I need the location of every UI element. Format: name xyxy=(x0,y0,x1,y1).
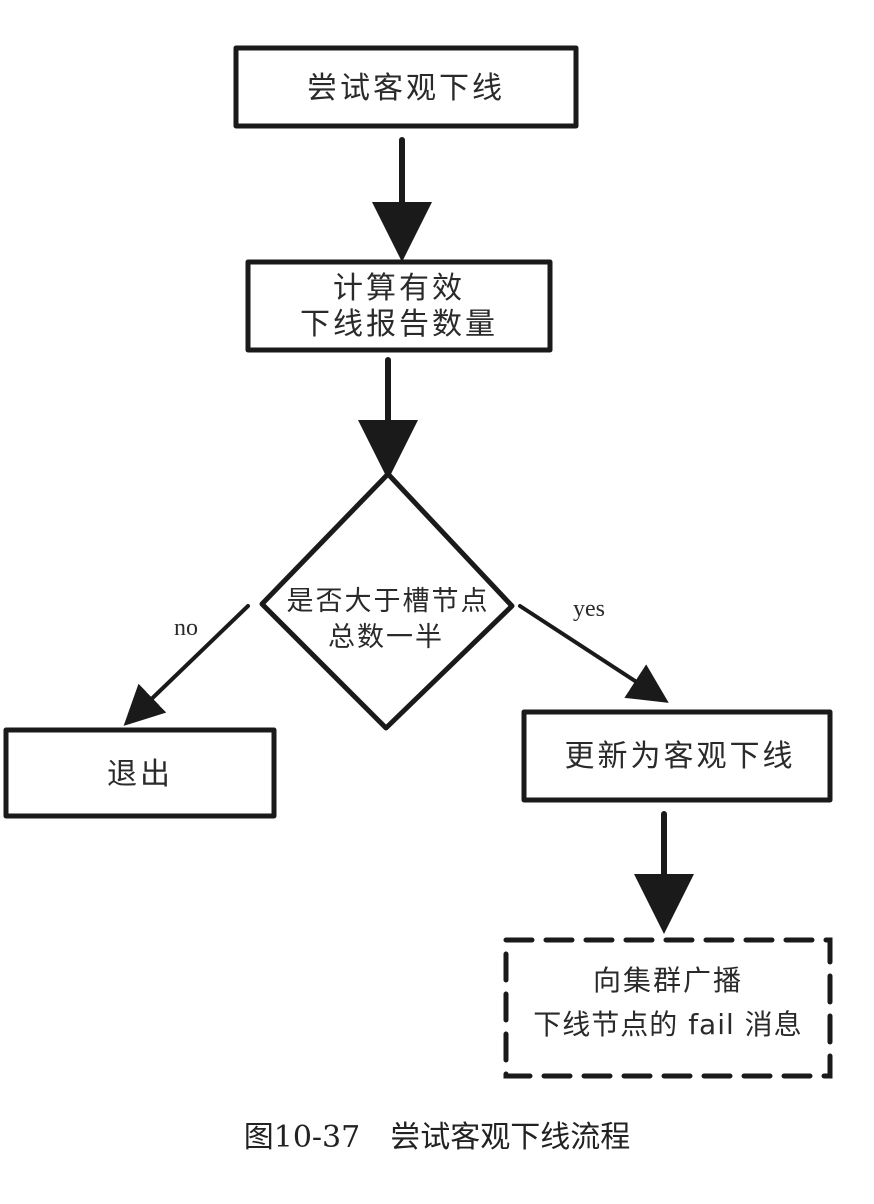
node-decision-line-2: 总数一半 xyxy=(328,622,444,653)
node-compute-line-1: 计算有效 xyxy=(333,271,465,306)
figure-caption: 图10-37 尝试客观下线流程 xyxy=(243,1120,631,1155)
node-compute-line-2: 下线报告数量 xyxy=(300,307,498,342)
node-broadcast-line-2: 下线节点的 fail 消息 xyxy=(533,1008,802,1041)
edge-no-label: no xyxy=(174,615,198,641)
node-start-label: 尝试客观下线 xyxy=(307,71,505,106)
node-broadcast-box xyxy=(503,937,833,1079)
node-exit-label: 退出 xyxy=(107,757,173,792)
node-compute: 计算有效 下线报告数量 xyxy=(245,259,553,353)
node-broadcast: 向集群广播 下线节点的 fail 消息 xyxy=(503,937,833,1079)
node-broadcast-line-1: 向集群广播 xyxy=(593,964,743,997)
node-mark-label: 更新为客观下线 xyxy=(565,739,796,774)
flowchart: 尝试客观下线 计算有效 下线报告数量 是否大于槽节点 总数一半 no yes 退… xyxy=(3,45,833,1079)
node-mark-box xyxy=(521,709,833,803)
node-compute-box xyxy=(245,259,553,353)
edge-decision-to-exit xyxy=(123,604,250,726)
node-decision-line-1: 是否大于槽节点 xyxy=(287,586,490,617)
node-start-box xyxy=(233,45,579,129)
edge-yes-label: yes xyxy=(573,596,605,622)
node-exit-box xyxy=(3,727,277,819)
edge-decision-to-mark xyxy=(518,604,669,703)
node-start: 尝试客观下线 xyxy=(233,45,579,129)
node-exit: 退出 xyxy=(3,727,277,819)
node-mark: 更新为客观下线 xyxy=(521,709,833,803)
node-decision: 是否大于槽节点 总数一半 xyxy=(259,471,515,731)
node-decision-diamond xyxy=(259,471,515,731)
